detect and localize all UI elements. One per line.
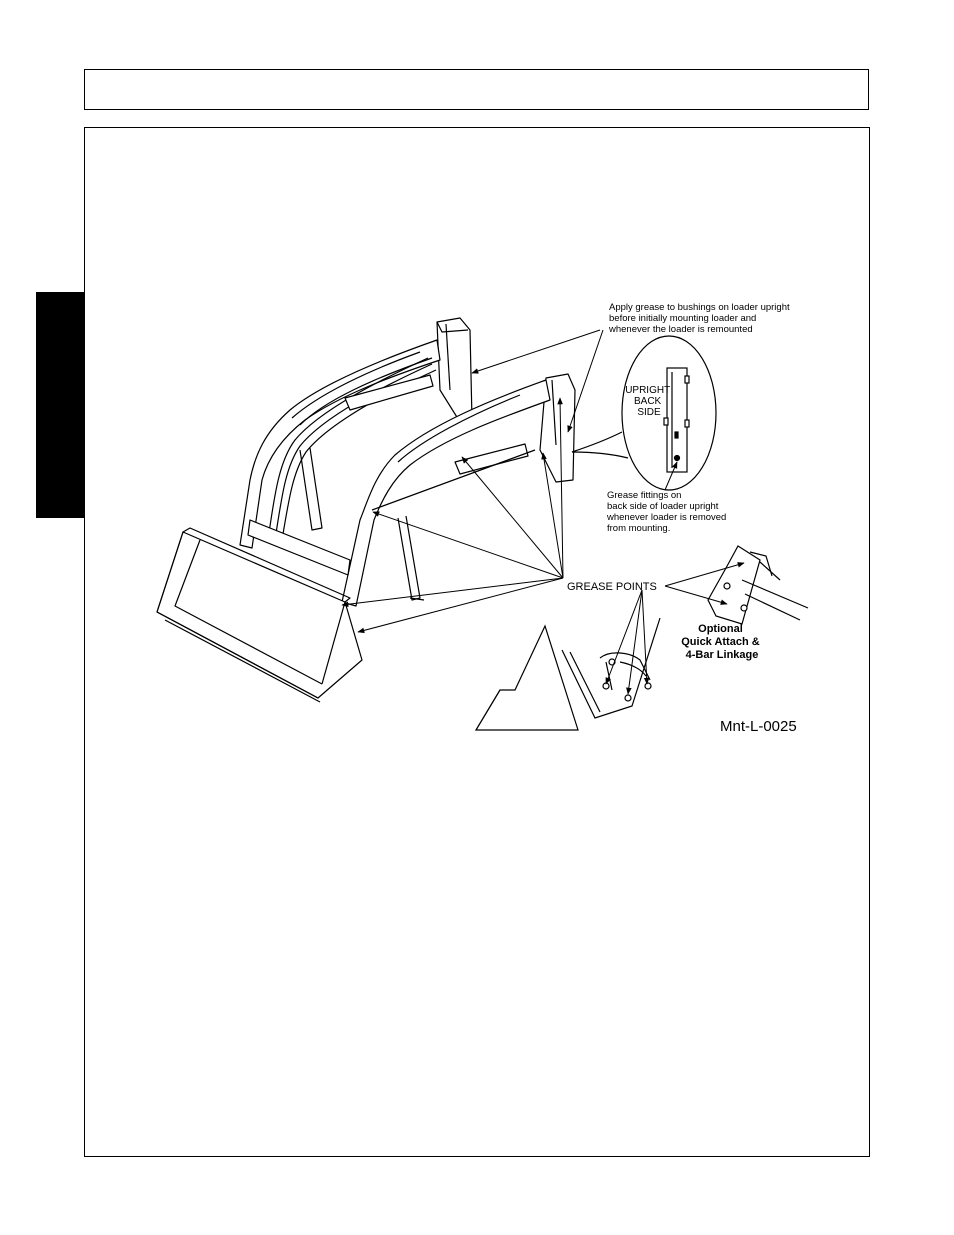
optional-line-1: Optional bbox=[698, 623, 743, 635]
quick-attach-linkage-illustration bbox=[708, 546, 808, 624]
figure-id-label: Mnt-L-0025 bbox=[720, 718, 797, 735]
loader-illustration bbox=[157, 318, 575, 702]
upright-label-line-2: BACK bbox=[634, 396, 662, 407]
upright-label-line-3: SIDE bbox=[637, 407, 661, 418]
quick-attach-bucket-illustration bbox=[476, 618, 660, 730]
grease-points-label: GREASE POINTS bbox=[567, 581, 657, 593]
bushing-note-line-2: before initially mounting loader and bbox=[609, 313, 756, 324]
arrow-bushing-front bbox=[568, 330, 603, 432]
fittings-note-line-1: Grease fittings on bbox=[607, 490, 681, 501]
fittings-note-line-3: whenever loader is removed bbox=[606, 512, 726, 523]
optional-quick-attach-label: Optional Quick Attach & 4-Bar Linkage bbox=[681, 623, 763, 661]
optional-line-3: 4-Bar Linkage bbox=[686, 649, 759, 661]
bushing-note-line-3: whenever the loader is remounted bbox=[608, 324, 753, 335]
bushing-note-line-1: Apply grease to bushings on loader uprig… bbox=[609, 302, 790, 313]
optional-line-2: Quick Attach & bbox=[681, 636, 759, 648]
fittings-note-line-2: back side of loader upright bbox=[607, 501, 719, 512]
fittings-note-line-4: from mounting. bbox=[607, 523, 670, 534]
bushing-note-text: Apply grease to bushings on loader uprig… bbox=[608, 302, 792, 335]
upright-label-line-1: UPRIGHT bbox=[625, 385, 670, 396]
fittings-note-text: Grease fittings on back side of loader u… bbox=[606, 490, 729, 534]
arrow-bushing-rear bbox=[472, 330, 600, 373]
